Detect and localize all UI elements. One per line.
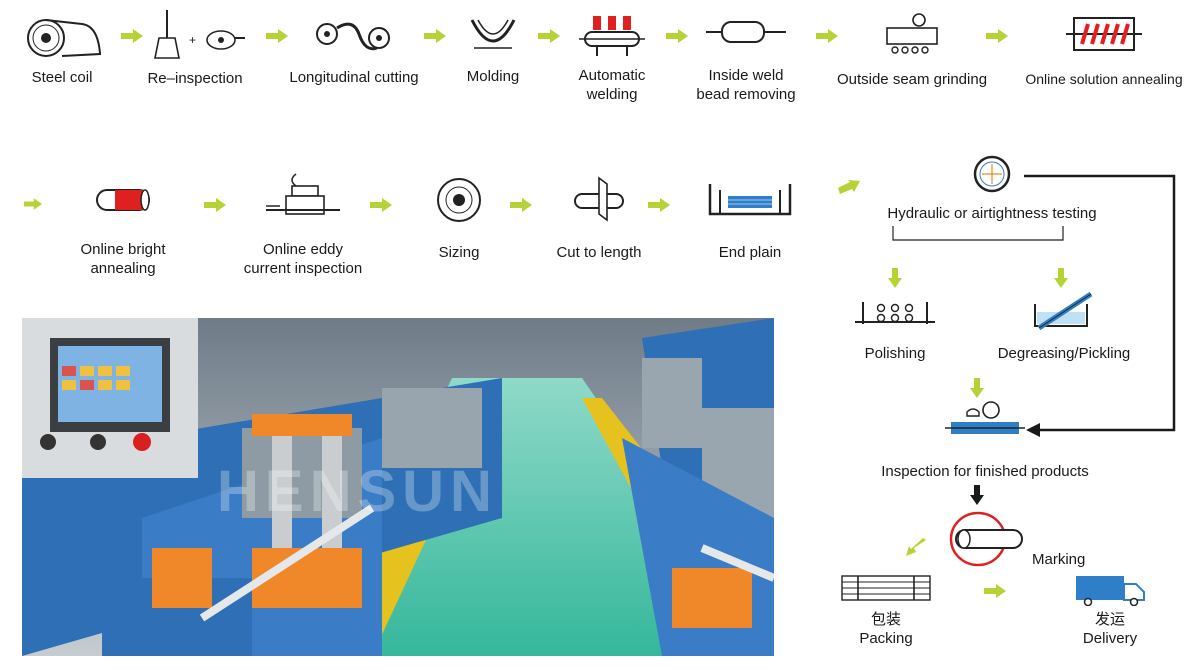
online-solution-icon (1066, 17, 1142, 51)
step-label: Online solution annealing (1025, 71, 1183, 87)
step-label: Cut to length (556, 244, 642, 261)
step-inspection-finished: Inspection for finished products (850, 400, 1120, 481)
step-re-inspection: + Re–inspection (140, 8, 250, 88)
marking-icon (940, 506, 1030, 577)
step-label: Degreasing/Pickling (997, 345, 1131, 362)
re-inspection-icon: + (154, 10, 245, 59)
flow-arrow-icon (204, 198, 226, 212)
marking-label: Marking (1032, 551, 1086, 568)
gauge-icon (973, 155, 1011, 193)
step-hydraulic: Hydraulic or airtightness testing (860, 154, 1124, 223)
online-eddy-icon (266, 173, 340, 215)
bracket-line (892, 226, 1064, 241)
down-arrow-icon (1054, 268, 1068, 288)
degreasing-icon (1034, 291, 1093, 331)
return-line (1024, 174, 1176, 437)
step-label: Inspection for finished products (881, 463, 1089, 480)
flow-arrow-icon (648, 198, 670, 212)
step-label: Longitudinal cutting (289, 69, 419, 86)
step-label: Automatic welding (578, 67, 646, 103)
factory-photo: HENSUN (22, 318, 774, 656)
step-label: Sizing (438, 244, 480, 261)
factory-photo-illustration (22, 318, 774, 656)
delivery-cn-label: 发运 (1094, 610, 1125, 628)
step-automatic-welding: Automatic welding (566, 12, 658, 104)
longitudinal-cutting-icon (316, 22, 390, 51)
step-online-eddy: Online eddy current inspection (232, 172, 374, 278)
cut-to-length-icon (574, 176, 624, 222)
svg-text:+: + (189, 33, 196, 47)
step-sizing: Sizing (414, 176, 504, 262)
flow-arrow-icon (24, 198, 42, 210)
watermark: HENSUN (217, 459, 498, 524)
inspection-icon (945, 401, 1025, 434)
step-online-bright: Online bright annealing (68, 184, 178, 278)
step-online-solution: Online solution annealing (1012, 12, 1196, 89)
flow-arrow-icon (984, 584, 1006, 598)
step-label: Steel coil (31, 69, 93, 86)
step-label: Outside seam grinding (836, 71, 988, 88)
flow-arrow-icon (838, 180, 860, 194)
molding-icon (470, 19, 516, 49)
step-polishing: Polishing (846, 294, 944, 363)
step-label: Delivery (1082, 630, 1138, 647)
flow-arrow-icon (816, 29, 838, 43)
flow-arrow-icon (510, 198, 532, 212)
delivery-truck-icon (1076, 576, 1145, 606)
step-delivery: 发运 Delivery (1060, 572, 1160, 648)
step-end-plain: End plain (700, 180, 800, 262)
packing-cn-label: 包装 (870, 610, 901, 628)
flow-arrow-icon (906, 538, 926, 556)
step-degreasing: Degreasing/Pickling (984, 290, 1144, 363)
step-molding: Molding (448, 12, 538, 86)
polishing-icon (855, 302, 935, 324)
step-longitudinal-cutting: Longitudinal cutting (280, 14, 428, 87)
flow-arrow-icon (666, 29, 688, 43)
flow-arrow-icon (121, 29, 143, 43)
step-steel-coil: Steel coil (12, 14, 112, 87)
flow-arrow-icon (424, 29, 446, 43)
steel-coil-icon (27, 19, 102, 57)
flow-arrow-icon (986, 29, 1008, 43)
step-label: Molding (466, 68, 520, 85)
packing-icon (841, 575, 931, 601)
step-label: Hydraulic or airtightness testing (887, 205, 1097, 222)
step-label: Online bright annealing (80, 241, 166, 277)
flow-arrow-icon (538, 29, 560, 43)
step-inside-weld: Inside weld bead removing (690, 12, 802, 104)
step-outside-seam: Outside seam grinding (826, 12, 998, 89)
flow-arrow-icon (266, 29, 288, 43)
step-label: Inside weld bead removing (696, 67, 796, 103)
down-arrow-icon (970, 485, 984, 505)
step-cut-to-length: Cut to length (544, 174, 654, 262)
step-packing: 包装 Packing (834, 572, 938, 648)
sizing-icon (437, 178, 481, 222)
outside-seam-icon (886, 13, 938, 54)
end-plain-icon (708, 184, 792, 216)
automatic-welding-icon (579, 16, 645, 56)
step-label: Re–inspection (147, 70, 243, 87)
step-label: Online eddy current inspection (243, 241, 363, 277)
inside-weld-icon (706, 21, 786, 43)
step-label: Packing (859, 630, 913, 647)
online-bright-icon (96, 189, 150, 211)
flow-arrow-icon (370, 198, 392, 212)
step-label: End plain (718, 244, 782, 261)
down-arrow-icon (970, 378, 984, 398)
down-arrow-icon (888, 268, 902, 288)
step-label: Polishing (864, 345, 926, 362)
